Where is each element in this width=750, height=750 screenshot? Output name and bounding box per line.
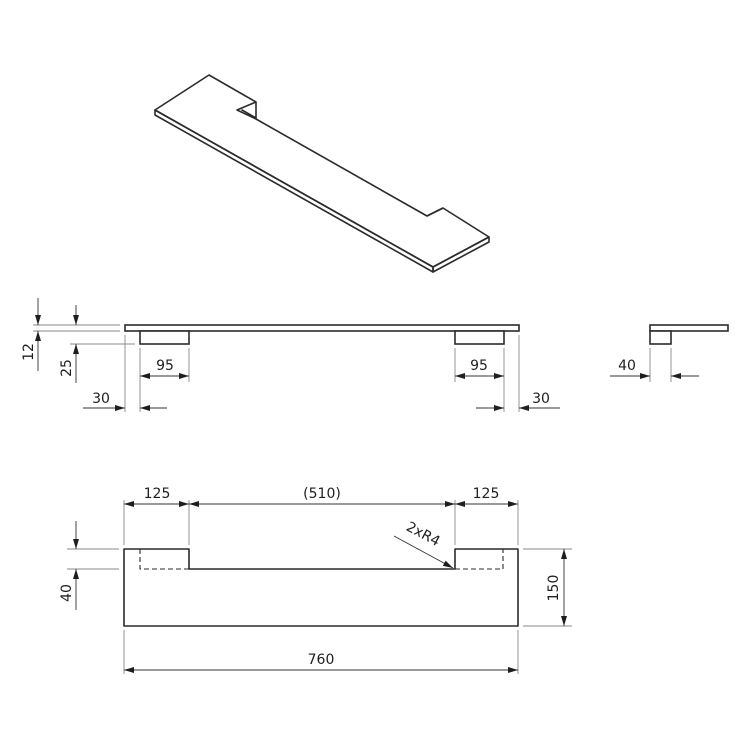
radius-note-label: 2xR4 bbox=[403, 519, 442, 550]
dim-left-block-width-label: 95 bbox=[156, 358, 174, 374]
isometric-view bbox=[154, 74, 490, 273]
top-left-hidden-block bbox=[139, 549, 189, 570]
dim-overall-length-label: 760 bbox=[308, 652, 335, 668]
iso-right-notch bbox=[426, 207, 444, 217]
dim-block-depth-label: 40 bbox=[618, 358, 636, 374]
iso-left-notch bbox=[236, 101, 257, 120]
dim-block-height-label: 25 bbox=[59, 359, 75, 377]
dim-left-offset-label: 30 bbox=[92, 391, 110, 407]
dim-left-notch-width-label: 125 bbox=[144, 486, 171, 502]
front-left-block bbox=[139, 330, 190, 345]
dim-middle-span-label: (510) bbox=[303, 486, 341, 502]
top-right-hidden-block bbox=[455, 549, 504, 570]
dim-right-block-width-label: 95 bbox=[470, 358, 488, 374]
dim-thickness-label: 12 bbox=[21, 343, 37, 361]
side-plate bbox=[649, 324, 729, 332]
front-plate bbox=[124, 324, 520, 332]
top-view: 125 (510) 125 40 150 760 2xR4 bbox=[59, 486, 572, 674]
side-view: 40 bbox=[610, 324, 729, 382]
dim-notch-depth-label: 40 bbox=[59, 584, 75, 602]
dim-right-offset-label: 30 bbox=[532, 391, 550, 407]
dim-overall-depth-label: 150 bbox=[546, 575, 562, 602]
front-right-block bbox=[454, 330, 505, 345]
top-outline bbox=[123, 548, 519, 627]
front-view: 12 25 95 95 30 30 bbox=[21, 298, 560, 412]
iso-top-face bbox=[154, 74, 490, 268]
dim-right-notch-width-label: 125 bbox=[473, 486, 500, 502]
side-block bbox=[649, 330, 672, 345]
